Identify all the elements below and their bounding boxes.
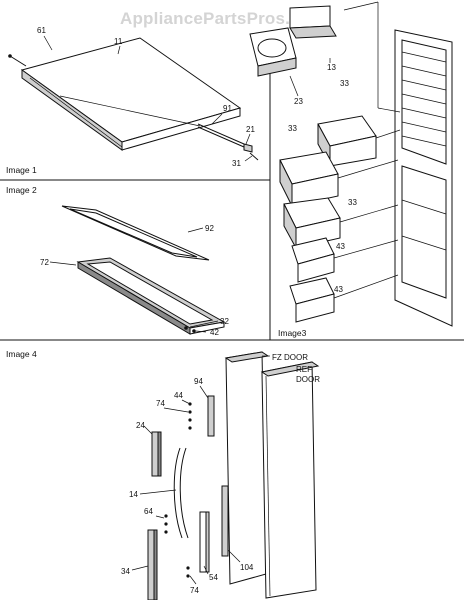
door-bin-43-upper — [291, 237, 335, 283]
callout-31: 31 — [232, 159, 241, 168]
image4-caption: Image 4 — [6, 349, 37, 359]
shelf-rod-91 — [197, 123, 245, 148]
callout-14: 14 — [129, 490, 138, 499]
watermark-text: AppliancePartsPros.com — [120, 9, 326, 28]
handle-54 — [199, 511, 210, 573]
callout-33-low: 33 — [348, 198, 357, 207]
callout-33-top: 33 — [340, 79, 349, 88]
callout-104: 104 — [240, 563, 254, 572]
callout-13: 13 — [327, 63, 336, 72]
dairy-door-13 — [289, 5, 337, 39]
image4-section: Image 4 — [6, 349, 320, 600]
callout-44: 44 — [174, 391, 183, 400]
callout-fz-door: FZ DOOR — [272, 353, 308, 362]
door-bin-33-low — [283, 197, 341, 249]
door-bin-33-mid — [279, 151, 339, 207]
trim-94 — [207, 395, 215, 437]
trim-34 — [147, 529, 158, 600]
door-bin-43-lower — [289, 277, 335, 323]
screws-74-lower — [186, 566, 190, 578]
callout-74-upper: 74 — [156, 399, 165, 408]
image1-section: 61 11 91 21 31 Image 1 — [6, 26, 259, 175]
callout-door: DOOR — [296, 375, 320, 384]
callout-74-lower: 74 — [190, 586, 199, 595]
gasket-92 — [61, 205, 210, 261]
callout-91: 91 — [223, 104, 232, 113]
callout-61: 61 — [37, 26, 46, 35]
callout-ref: REF — [296, 365, 312, 374]
screws-44 — [188, 402, 192, 430]
shelf-screw-31 — [249, 152, 259, 161]
handle-14 — [173, 447, 189, 539]
trim-104 — [221, 485, 229, 557]
shelf-clip-21 — [243, 143, 253, 153]
ref-door — [260, 361, 320, 599]
callout-24: 24 — [136, 421, 145, 430]
trim-24 — [151, 431, 162, 477]
callout-23: 23 — [294, 97, 303, 106]
image1-caption: Image 1 — [6, 165, 37, 175]
callout-54: 54 — [209, 573, 218, 582]
callout-33-mid: 33 — [288, 124, 297, 133]
fz-door — [224, 351, 270, 585]
shelf-11 — [20, 37, 242, 151]
callout-94: 94 — [194, 377, 203, 386]
image2-section: Image 2 92 72 32 42 — [6, 185, 229, 337]
shelf-pin-61 — [8, 54, 27, 67]
callout-21: 21 — [246, 125, 255, 134]
door-liner — [394, 29, 453, 327]
callout-43-upper: 43 — [336, 242, 345, 251]
callout-92: 92 — [205, 224, 214, 233]
image2-caption: Image 2 — [6, 185, 37, 195]
panel-dividers — [0, 60, 464, 341]
frame-72 — [76, 257, 226, 335]
callout-32: 32 — [220, 317, 229, 326]
screws-64 — [164, 514, 168, 534]
callout-64: 64 — [144, 507, 153, 516]
screw-32 — [184, 326, 188, 330]
callout-72: 72 — [40, 258, 49, 267]
callout-43-lower: 43 — [334, 285, 343, 294]
callout-11: 11 — [114, 37, 123, 46]
dairy-bin-23 — [249, 27, 297, 77]
image3-caption: Image3 — [278, 328, 307, 338]
screw-42 — [192, 329, 196, 333]
callout-42: 42 — [210, 328, 219, 337]
callout-34: 34 — [121, 567, 130, 576]
image3-section: 13 23 33 33 33 43 43 Image3 — [249, 1, 453, 338]
